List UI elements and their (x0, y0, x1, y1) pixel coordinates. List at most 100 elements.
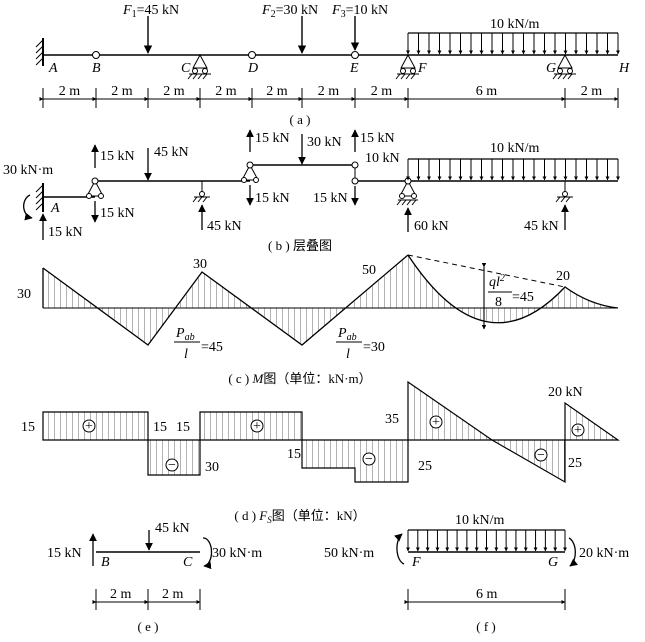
dimension-e: 2 m 2 m (92, 587, 201, 610)
span-label: 2 m (111, 84, 133, 99)
panel-b: 30 kN·m A 15 kN 15 kN 15 kN 45 kN 45 kN … (3, 129, 620, 253)
label-b-rA: 15 kN (48, 225, 83, 240)
wall-A (35, 38, 44, 66)
svg-text:Pab: Pab (175, 326, 195, 343)
sign-minus-2: − (362, 452, 376, 467)
support-G-b (555, 181, 573, 203)
svg-text:+: + (574, 423, 582, 438)
svg-text:−: − (168, 458, 176, 473)
moment-dashed-chord (407, 254, 566, 288)
point-label-H: H (618, 61, 630, 76)
moment-e-30-arrow (202, 537, 213, 570)
shear-val-30: 30 (205, 460, 219, 475)
shear-val-20kN: 20 kN (548, 385, 583, 400)
sign-plus-4: + (571, 423, 585, 438)
sign-plus-2: + (250, 419, 264, 434)
label-b-A: A (50, 201, 60, 216)
moment-val-peak1: 30 (193, 257, 207, 272)
svg-text:=45: =45 (512, 290, 534, 305)
hinge-E (351, 51, 359, 59)
caption-e: ( e ) (138, 619, 159, 634)
svg-text:Pab: Pab (337, 326, 357, 343)
shear-val-25a: 25 (418, 459, 432, 474)
point-label-C: C (181, 61, 191, 76)
label-f-F: F (411, 555, 421, 570)
support-F (395, 53, 419, 80)
caption-b: ( b ) 层叠图 (268, 238, 332, 253)
point-label-B: B (92, 61, 101, 76)
label-b-load30: 30 kN (307, 135, 342, 150)
moment-ql2-label: ql2 8 =45 (488, 273, 534, 310)
svg-text:+: + (85, 419, 93, 434)
hinge-B (92, 51, 100, 59)
panel-c-moment: 30 30 50 20 ql2 8 =45 Pab l =45 Pab l =3… (17, 254, 619, 386)
svg-text:−: − (365, 452, 373, 467)
label-b-rF: 60 kN (414, 219, 449, 234)
span-label: 2 m (581, 84, 603, 99)
moment-pab-label-1: Pab l =45 (174, 326, 223, 362)
shear-val-35: 35 (385, 412, 399, 427)
moment-pab-label-2: Pab l =30 (336, 326, 385, 362)
moment-f-50-arrow (394, 533, 405, 565)
label-e-15: 15 kN (47, 546, 82, 561)
svg-text:2 m: 2 m (110, 587, 132, 602)
label-b-d-up: 15 kN (255, 131, 290, 146)
shear-region-5 (407, 380, 494, 441)
svg-text:2 m: 2 m (162, 587, 184, 602)
caption-a: ( a ) (290, 112, 311, 127)
shear-val-l15: 15 (21, 420, 35, 435)
svg-text:−: − (537, 448, 545, 463)
label-b-rG: 45 kN (524, 219, 559, 234)
panel-f: 10 kN/m 50 kN·m 20 kN·m F G 6 m ( f ) (324, 513, 629, 634)
label-F3: F3=10 kN (331, 3, 388, 20)
distributed-load-b (406, 158, 620, 181)
caption-d: ( d ) FS图（单位：kN） (234, 508, 365, 525)
label-e-C: C (183, 555, 193, 570)
caption-f: ( f ) (476, 619, 496, 634)
moment-curve-2 (407, 254, 619, 324)
panel-d-shear: + − + − + − + 15 15 15 30 15 35 25 25 20… (21, 380, 620, 525)
svg-text:ql2: ql2 (489, 273, 505, 290)
label-b-b1-up: 15 kN (100, 149, 135, 164)
label-b-mid45: 45 kN (154, 145, 189, 160)
shear-val-m15b: 15 (176, 420, 190, 435)
sign-plus-3: + (429, 415, 443, 430)
moment-val-left: 30 (17, 287, 31, 302)
svg-text:+: + (253, 419, 261, 434)
moment-region-2 (408, 255, 618, 323)
sign-plus-1: + (82, 419, 96, 434)
point-label-F: F (417, 61, 427, 76)
stack-support-E (351, 161, 359, 185)
svg-text:=45: =45 (201, 340, 223, 355)
point-label-D: D (247, 61, 258, 76)
shear-val-15c: 15 (287, 447, 301, 462)
label-load-a: 10 kN/m (490, 17, 540, 32)
arrows-b (23, 129, 569, 240)
shear-region-6 (489, 439, 566, 484)
label-b-e-up: 15 kN (360, 131, 395, 146)
svg-text:+: + (432, 415, 440, 430)
moment-region-1 (43, 255, 408, 345)
support-F-b (396, 177, 418, 206)
moment-f-20-arrow (568, 537, 578, 567)
span-label: 2 m (371, 84, 393, 99)
label-e-B: B (101, 555, 110, 570)
shear-region-7 (564, 401, 620, 441)
label-F2: F2=30 kN (261, 3, 318, 20)
svg-text:l: l (184, 347, 188, 362)
sign-minus-3: − (534, 448, 548, 463)
label-b-load: 10 kN/m (490, 141, 540, 156)
point-label-G: G (546, 61, 556, 76)
svg-text:l: l (346, 347, 350, 362)
label-e-45: 45 kN (155, 521, 190, 536)
label-e-30: 30 kN·m (212, 546, 262, 561)
dimension-f: 6 m (404, 587, 566, 610)
shear-region-4 (301, 439, 409, 483)
distributed-load-f (406, 529, 567, 552)
shear-region-2 (147, 439, 201, 476)
hinge-D (248, 51, 256, 59)
